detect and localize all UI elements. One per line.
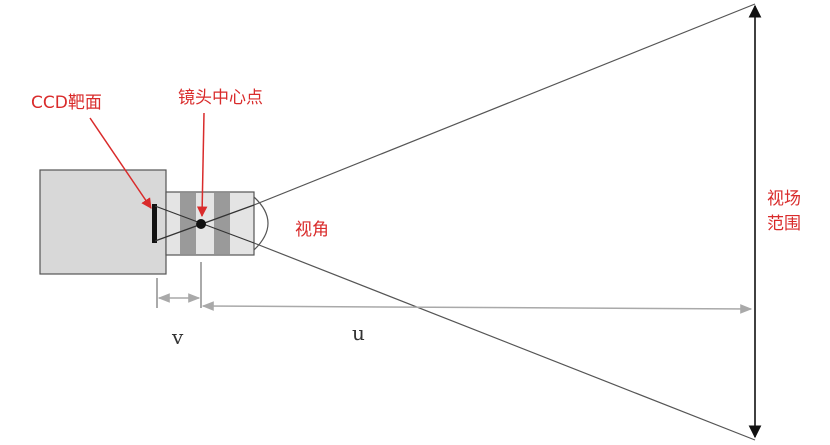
image-distance-label: v (171, 325, 184, 349)
lens-center-pointer (196, 112, 208, 218)
ccd-target-plate (152, 204, 157, 243)
lens-center-label: 镜头中心点 (178, 88, 263, 108)
lens-stripe-right (214, 193, 230, 254)
view-angle-label: 视角 (295, 220, 329, 240)
ccd-target-label: CCD靶面 (31, 93, 102, 113)
lens-barrel (165, 191, 255, 256)
lens-center-point (196, 219, 206, 229)
fov-ray-lower (253, 242, 756, 441)
fov-ray-upper (253, 3, 756, 206)
object-distance-label: u (352, 321, 365, 345)
camera-body (39, 169, 167, 275)
field-of-view-label-line2: 范围 (767, 214, 801, 234)
lens-stripe-left (180, 193, 196, 254)
ccd-target-pointer (89, 117, 152, 209)
lens-front-curve (253, 196, 269, 251)
field-of-view-label-line1: 视场 (767, 189, 801, 209)
object-distance-arrow (201, 301, 753, 314)
